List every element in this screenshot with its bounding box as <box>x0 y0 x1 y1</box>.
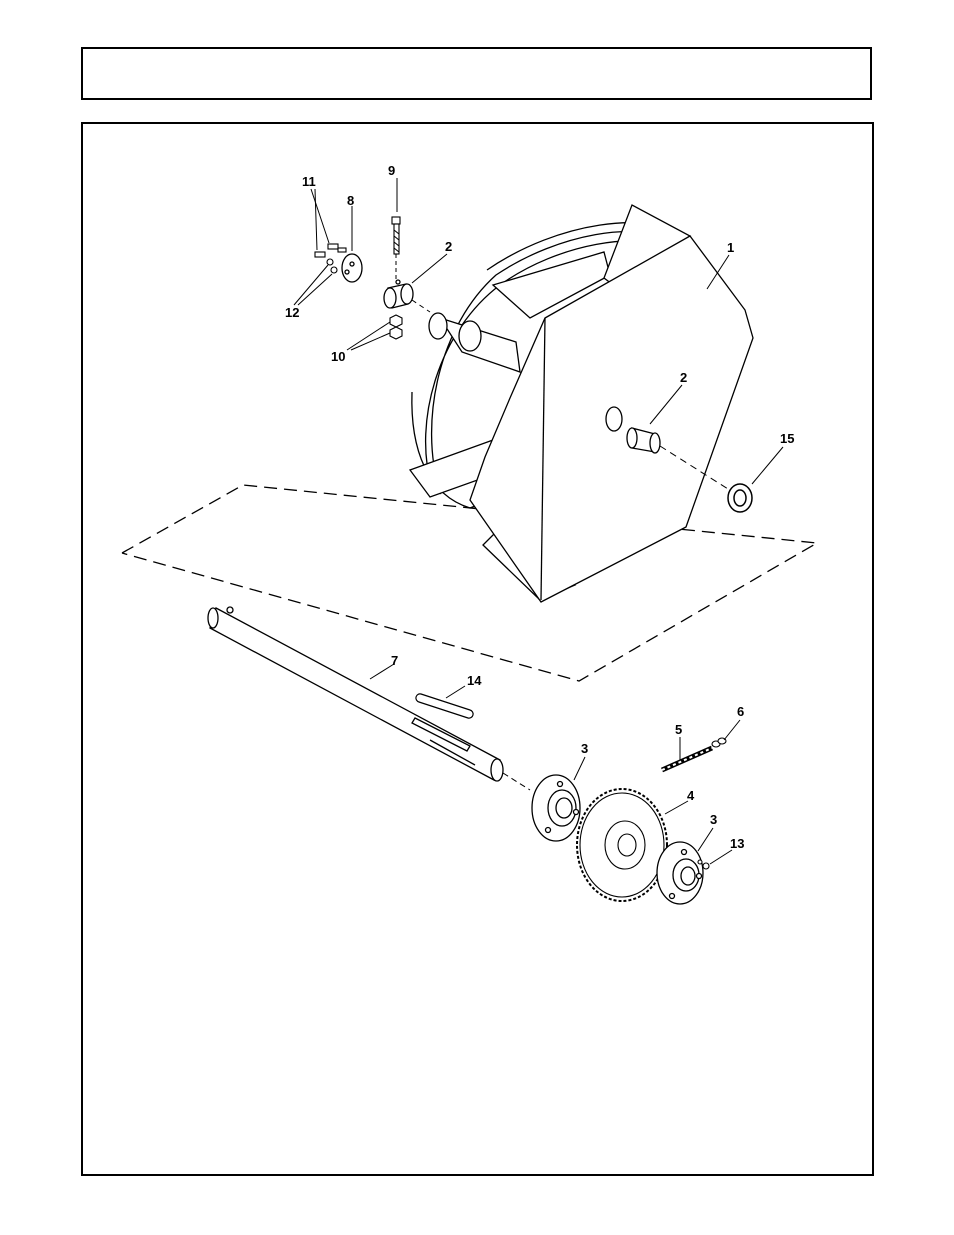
sprocket <box>577 789 667 901</box>
key <box>416 694 473 718</box>
callout-7: 7 <box>391 653 398 668</box>
dashed-axis-shaft <box>503 773 530 790</box>
reel-body <box>410 205 753 602</box>
callout-3-right: 3 <box>710 812 717 827</box>
seal <box>728 484 752 512</box>
callout-11: 11 <box>302 174 316 189</box>
callout-9: 9 <box>388 163 395 178</box>
bearing-plate <box>342 254 362 282</box>
flange-bearing-left <box>532 775 580 841</box>
callout-2-upper: 2 <box>445 239 452 254</box>
callout-10: 10 <box>331 349 345 364</box>
callout-2-lower: 2 <box>680 370 687 385</box>
callout-1: 1 <box>727 240 734 255</box>
roller-chain <box>662 748 712 770</box>
callout-6: 6 <box>737 704 744 719</box>
dashed-ground-plane <box>122 485 817 681</box>
shaft <box>208 607 503 781</box>
callout-12: 12 <box>285 305 299 320</box>
callout-8: 8 <box>347 193 354 208</box>
callout-3-left: 3 <box>581 741 588 756</box>
bushing-left <box>384 280 413 308</box>
bolt-9 <box>392 217 400 254</box>
callout-5: 5 <box>675 722 682 737</box>
callout-13: 13 <box>730 836 744 851</box>
dashed-axis-left <box>412 300 430 312</box>
washers-12 <box>327 259 337 273</box>
callout-15: 15 <box>780 431 794 446</box>
callout-4: 4 <box>687 788 695 803</box>
nuts-10 <box>390 315 402 339</box>
flange-bearing-right <box>657 842 703 904</box>
bolts-11 <box>315 244 346 257</box>
callout-14: 14 <box>467 673 482 688</box>
